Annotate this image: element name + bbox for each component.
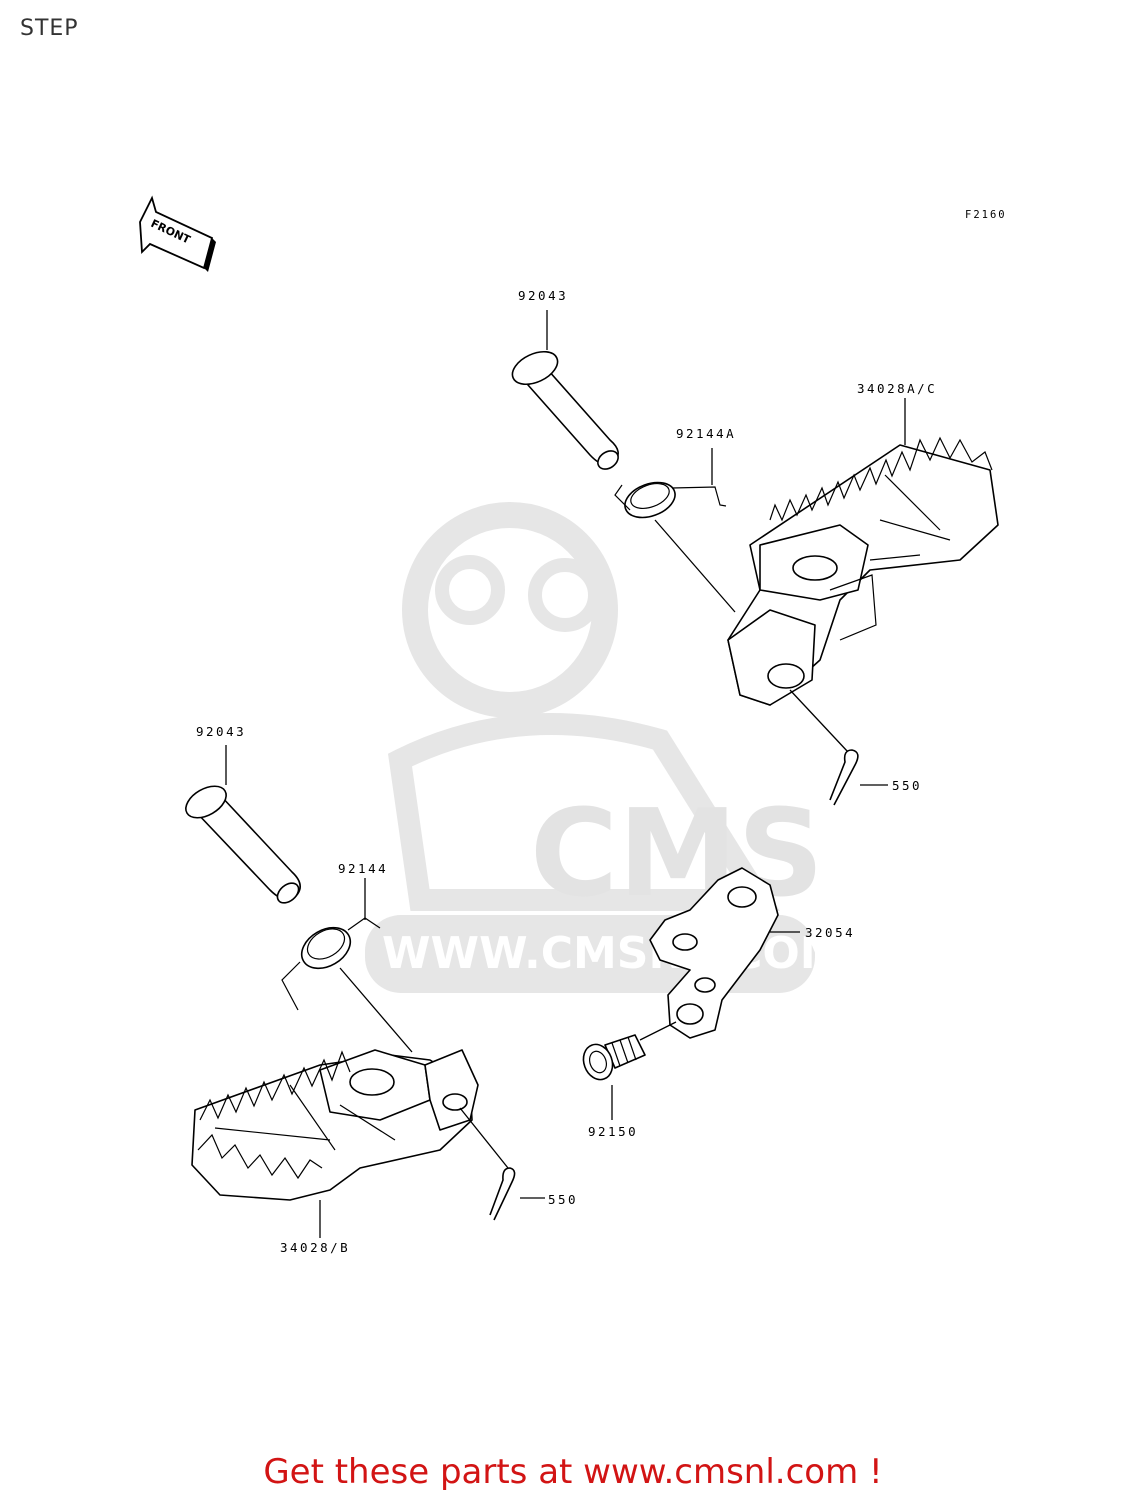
part-label-92043-upper: 92043: [518, 288, 568, 303]
spring-lower: [281, 917, 381, 1011]
part-label-550-lower: 550: [548, 1192, 578, 1207]
watermark-brand: CMS: [530, 785, 824, 924]
spring-upper: [614, 481, 727, 519]
cotter-pin-lower: [489, 1167, 516, 1221]
part-label-32054: 32054: [805, 925, 855, 940]
part-label-92150: 92150: [588, 1124, 638, 1139]
page-title: STEP: [20, 16, 79, 41]
part-label-92043-lower: 92043: [196, 724, 246, 739]
get-parts-link[interactable]: Get these parts at www.cmsnl.com !: [263, 1452, 883, 1492]
bracket-32054: [649, 867, 779, 1039]
watermark-url: WWW.CMSNL.COM: [382, 928, 844, 979]
footpeg-upper: [727, 436, 999, 706]
part-label-34028B: 34028/B: [280, 1240, 350, 1255]
part-label-550-upper: 550: [892, 778, 922, 793]
part-label-92144A: 92144A: [676, 426, 736, 441]
part-label-92144: 92144: [338, 861, 388, 876]
parts-diagram: CMS WWW.CMSNL.COM FRONT F2160 92043 9214…: [139, 195, 1007, 1255]
cotter-pin-upper: [829, 749, 859, 806]
diagram-ref-code: F2160: [965, 209, 1007, 221]
pivot-pin-upper: [511, 350, 619, 470]
front-arrow-icon: FRONT: [139, 195, 216, 272]
footpeg-lower: [191, 1049, 479, 1201]
part-label-34028AC: 34028A/C: [857, 381, 937, 396]
bolt-92150: [582, 1034, 646, 1081]
pivot-pin-lower: [185, 785, 301, 904]
